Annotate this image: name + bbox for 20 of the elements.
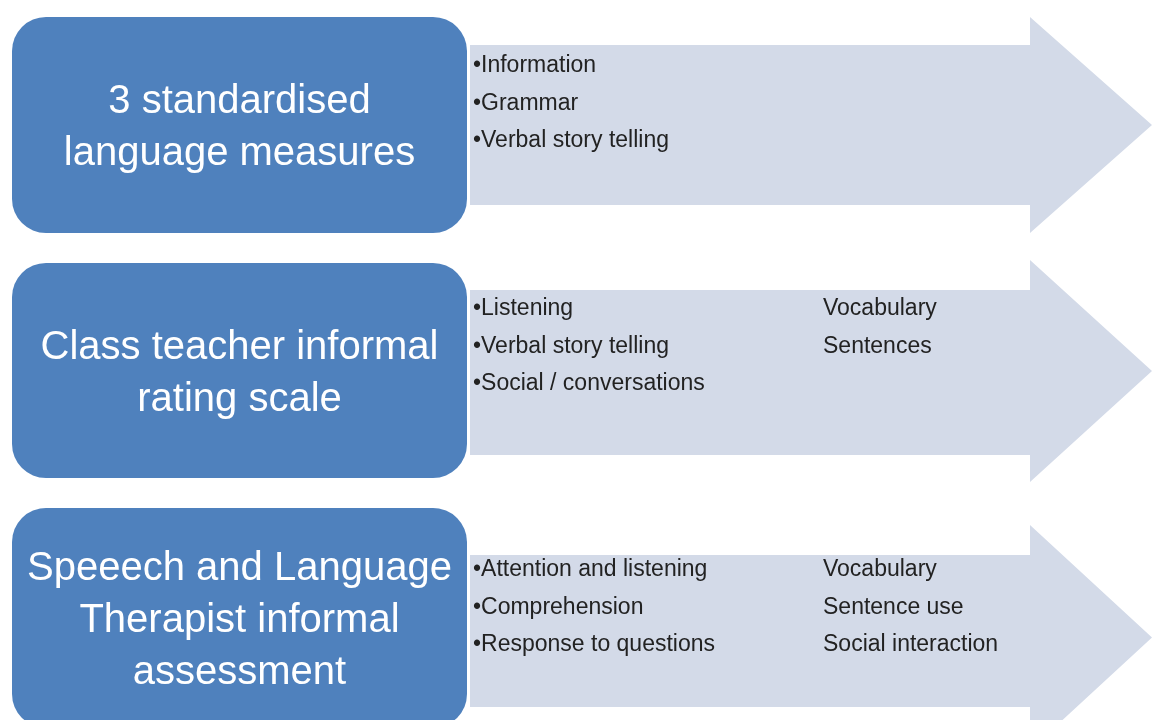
- process-box: [12, 263, 467, 478]
- list-item: •Verbal story telling: [473, 331, 669, 360]
- list-item: •Grammar: [473, 88, 579, 117]
- box-title: Class teacher informal rating scale: [39, 321, 440, 421]
- process-box: [12, 17, 467, 233]
- list-item: •Response to questions: [473, 630, 716, 658]
- list-item: Sentences: [823, 331, 932, 360]
- list-item: •Social / conversations: [473, 369, 705, 397]
- list-item: •Verbal story telling: [473, 126, 669, 154]
- list-item: Sentence use: [823, 592, 964, 621]
- list-item: Vocabulary: [823, 294, 937, 322]
- list-item: •Information: [473, 51, 597, 79]
- list-item: •Listening: [473, 294, 574, 322]
- list-item: Social interaction: [823, 630, 999, 658]
- process-box: [12, 508, 467, 720]
- list-item: Vocabulary: [823, 555, 937, 583]
- list-item: •Comprehension: [473, 592, 644, 621]
- box-title: 3 standardised language measures: [62, 76, 417, 175]
- list-item: •Attention and listening: [473, 555, 708, 583]
- box-title: Speeech and Language Therapist informal assessment: [26, 543, 453, 694]
